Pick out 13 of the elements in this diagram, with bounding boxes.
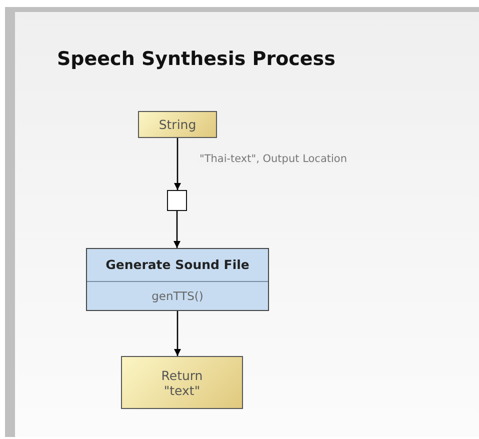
diagram-title: Speech Synthesis Process	[57, 48, 336, 70]
class-name: Generate Sound File	[87, 249, 268, 282]
arrow	[174, 138, 181, 190]
class-box	[86, 248, 269, 311]
edge-label: "Thai-text", Output Location	[198, 153, 348, 165]
junction-box	[167, 190, 187, 211]
data-box	[121, 356, 243, 409]
arrow	[174, 211, 180, 248]
arrow	[174, 311, 181, 356]
data-box	[138, 111, 217, 138]
method-name: genTTS()	[150, 288, 204, 305]
box-label: String	[158, 117, 198, 132]
box-label: Return "text"	[160, 368, 204, 398]
